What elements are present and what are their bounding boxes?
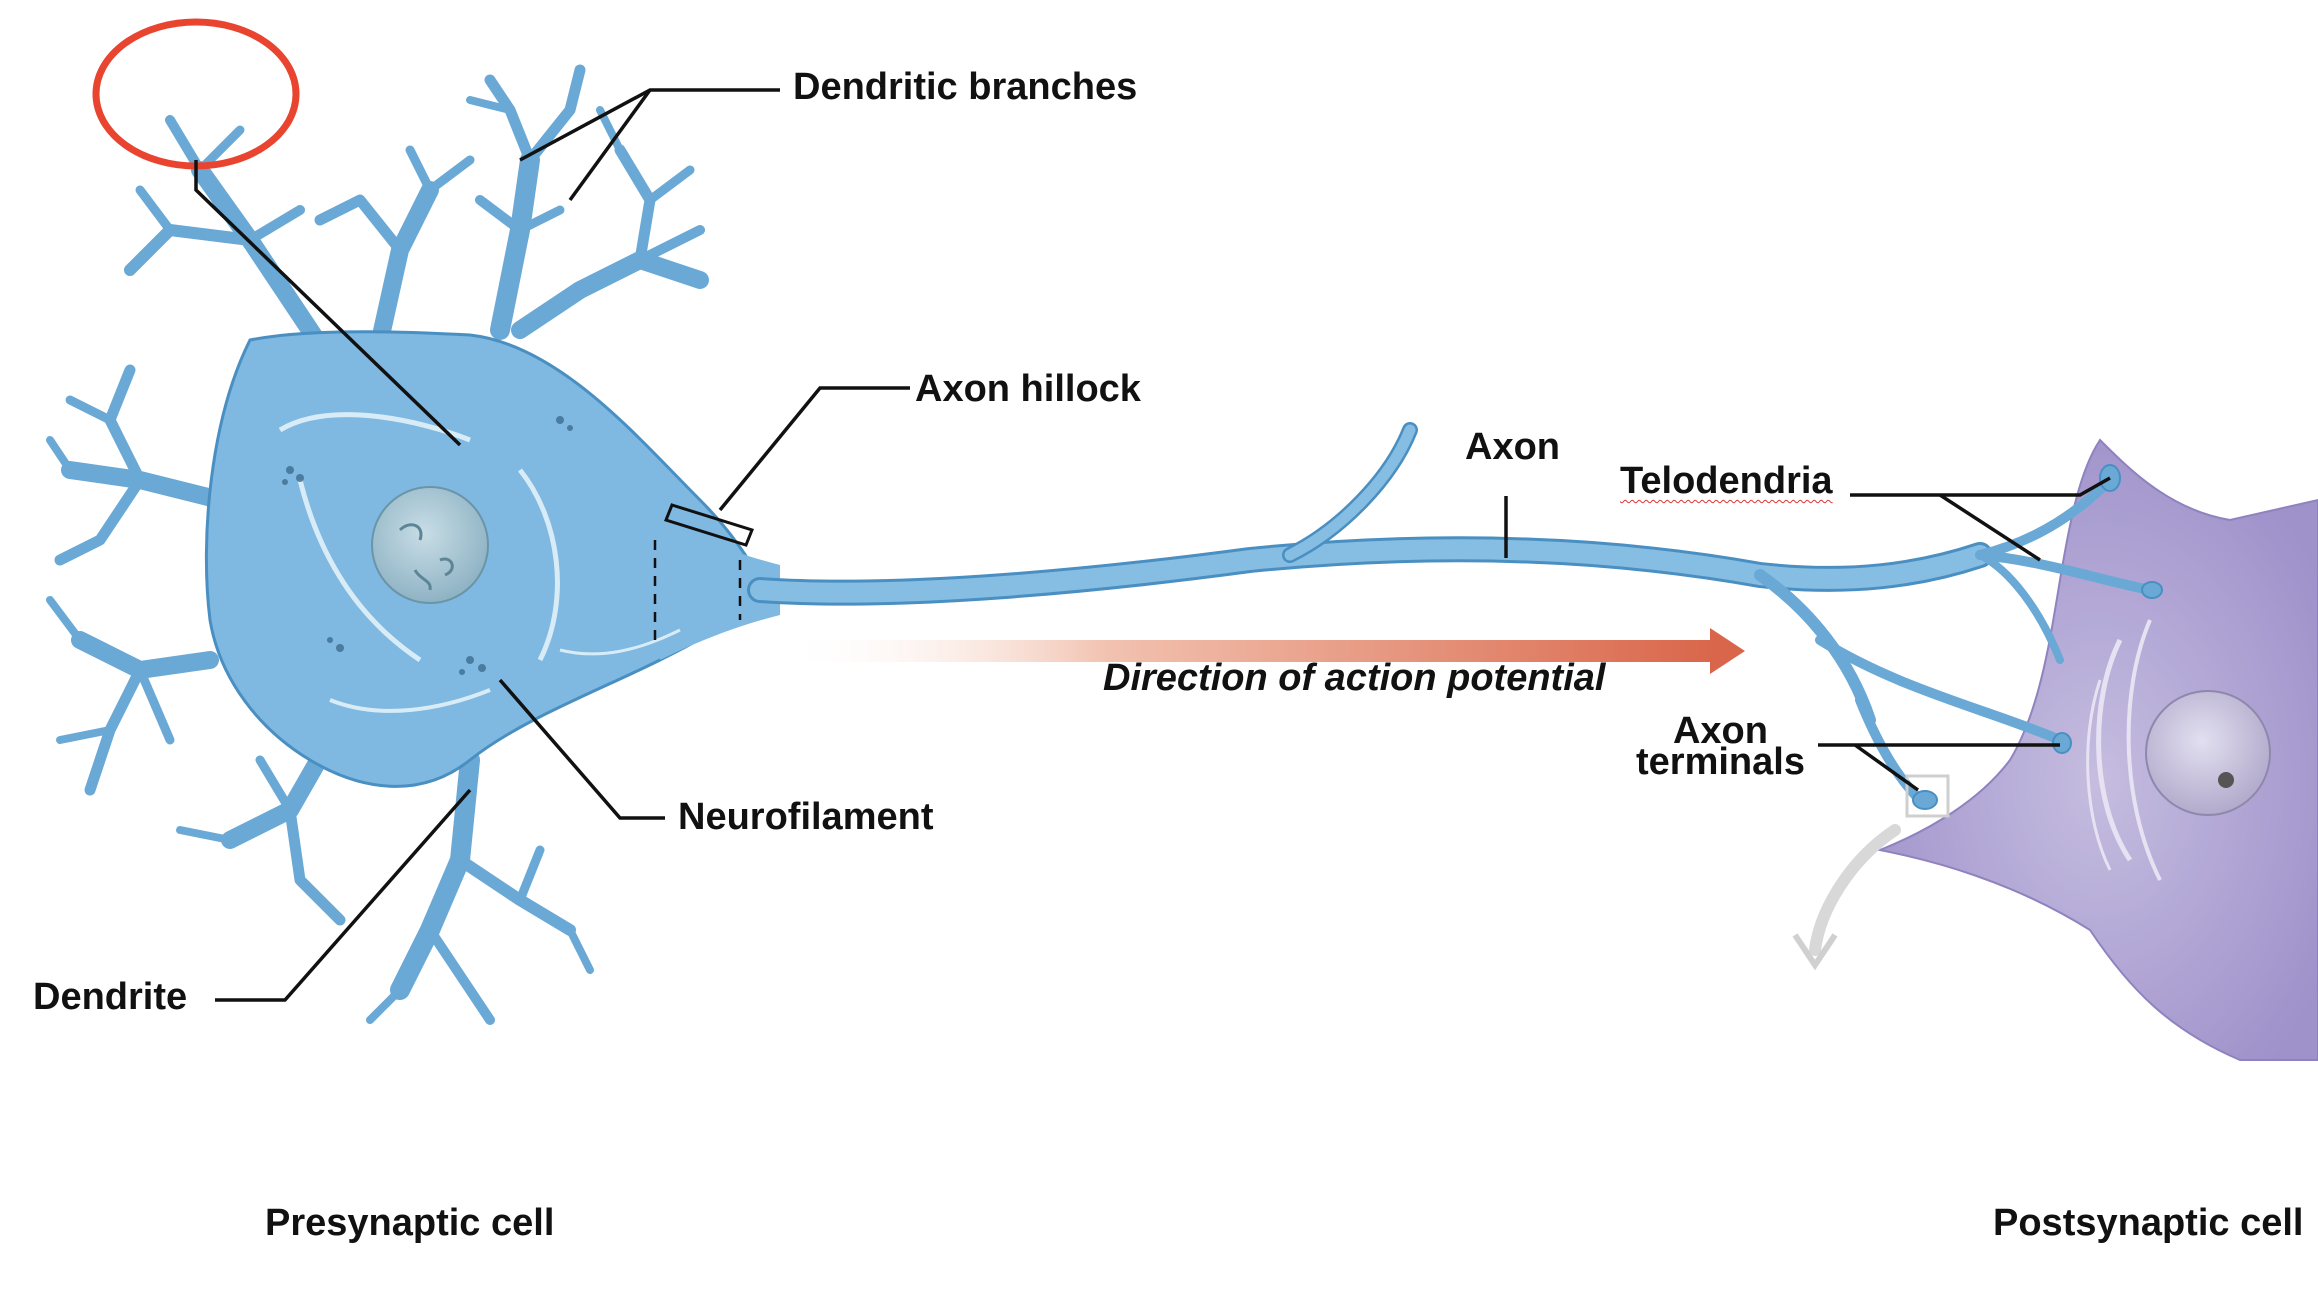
axon-and-telodendria <box>747 422 2163 810</box>
label-dendrite: Dendrite <box>33 976 188 1018</box>
presynaptic-dendrites <box>46 64 709 1025</box>
highlight-circle <box>92 18 300 170</box>
leader-red-circle <box>194 160 462 447</box>
label-axon-terminals-line1: Axon <box>1672 710 1768 752</box>
label-axon-hillock: Axon hillock <box>915 368 1141 410</box>
presynaptic-soma <box>204 330 780 788</box>
zoom-arrow <box>1809 824 1901 956</box>
zoom-arrowhead <box>1792 933 1838 971</box>
leader-telodendria <box>1850 476 2111 497</box>
label-telodendria: Telodendria <box>1620 460 1833 502</box>
label-axon-terminals: Axon terminals <box>1636 710 1805 784</box>
leader-axon-hillock <box>718 386 910 512</box>
label-neurofilament: Neurofilament <box>678 796 934 838</box>
leader-dendrite <box>215 788 472 1002</box>
label-postsynaptic-cell: Postsynaptic cell <box>1993 1202 2304 1244</box>
postsynaptic-cell <box>1876 438 2318 1061</box>
leader-lines <box>194 88 2111 1002</box>
presynaptic-nucleus <box>371 486 489 604</box>
direction-arrow-shaft <box>780 640 1715 662</box>
terminal-highlight-box <box>1905 774 1950 818</box>
direction-arrowhead <box>1710 628 1745 674</box>
label-axon: Axon <box>1465 426 1560 468</box>
label-dendritic-branches: Dendritic branches <box>793 66 1138 108</box>
label-presynaptic-cell: Presynaptic cell <box>265 1202 555 1244</box>
leader-neurofilament <box>498 678 665 820</box>
label-direction-of-action-potential: Direction of action potential <box>1103 657 1606 699</box>
label-axon-terminals-line2: terminals <box>1636 741 1805 784</box>
postsynaptic-nucleus <box>2145 690 2271 816</box>
